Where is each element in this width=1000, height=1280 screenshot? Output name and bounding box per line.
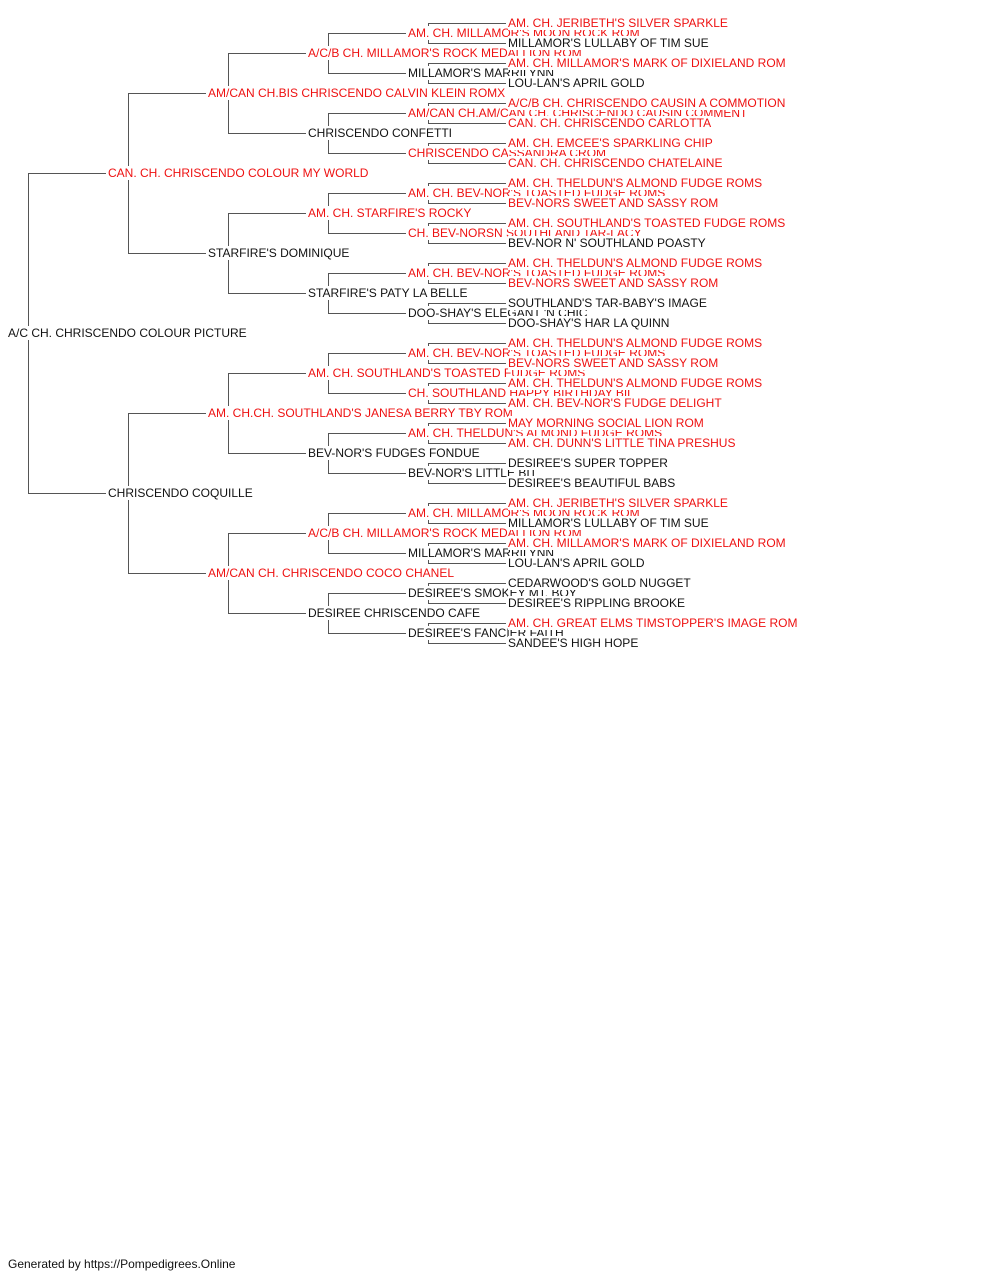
ancestor-name-sssds: AM. CH. MILLAMOR'S MARK OF DIXIELAND ROM <box>508 56 788 70</box>
ancestor-name-sddsd: BEV-NORS SWEET AND SASSY ROM <box>508 276 721 290</box>
ancestor-name-dsddd: DESIREE'S BEAUTIFUL BABS <box>508 476 678 490</box>
ancestor-name-ss: AM/CAN CH.BIS CHRISCENDO CALVIN KLEIN RO… <box>208 86 508 100</box>
ancestor-name-ds: AM. CH.CH. SOUTHLAND'S JANESA BERRY TBY … <box>208 406 515 420</box>
ancestor-name-ddsdd: LOU-LAN'S APRIL GOLD <box>508 556 647 570</box>
ancestor-name-ssdss: A/C/B CH. CHRISCENDO CAUSIN A COMMOTION <box>508 96 788 110</box>
ancestor-name-ssd: CHRISCENDO CONFETTI <box>308 126 454 140</box>
ancestor-name-sdsds: AM. CH. SOUTHLAND'S TOASTED FUDGE ROMS <box>508 216 788 230</box>
ancestor-name-ddd: DESIREE CHRISCENDO CAFE <box>308 606 483 620</box>
ancestor-name-ddsss: AM. CH. JERIBETH'S SILVER SPARKLE <box>508 496 730 510</box>
footer-credit: Generated by https://Pompedigrees.Online <box>8 1257 236 1271</box>
ancestor-name-dd: AM/CAN CH. CHRISCENDO COCO CHANEL <box>208 566 457 580</box>
ancestor-name-ssddd: CAN. CH. CHRISCENDO CHATELAINE <box>508 156 725 170</box>
ancestor-name-sdsss: AM. CH. THELDUN'S ALMOND FUDGE ROMS <box>508 176 765 190</box>
ancestor-name-dsssd: BEV-NORS SWEET AND SASSY ROM <box>508 356 721 370</box>
ancestor-name-dddds: AM. CH. GREAT ELMS TIMSTOPPER'S IMAGE RO… <box>508 616 800 630</box>
subject-dog-name: A/C CH. CHRISCENDO COLOUR PICTURE <box>8 326 249 340</box>
ancestor-name-dssds: AM. CH. THELDUN'S ALMOND FUDGE ROMS <box>508 376 765 390</box>
ancestor-name-sdssd: BEV-NORS SWEET AND SASSY ROM <box>508 196 721 210</box>
ancestor-name-sdd: STARFIRE'S PATY LA BELLE <box>308 286 470 300</box>
ancestor-name-dsdds: DESIREE'S SUPER TOPPER <box>508 456 670 470</box>
ancestor-name-ddsds: AM. CH. MILLAMOR'S MARK OF DIXIELAND ROM <box>508 536 788 550</box>
ancestor-name-ssdsd: CAN. CH. CHRISCENDO CARLOTTA <box>508 116 714 130</box>
ancestor-name-d: CHRISCENDO COQUILLE <box>108 486 255 500</box>
ancestor-name-dsdd: BEV-NOR'S LITTLE BIT <box>408 466 539 480</box>
ancestor-name-ssdds: AM. CH. EMCEE'S SPARKLING CHIP <box>508 136 715 150</box>
ancestor-name-dsdss: MAY MORNING SOCIAL LION ROM <box>508 416 706 430</box>
ancestor-name-sd: STARFIRE'S DOMINIQUE <box>208 246 352 260</box>
ancestor-name-dssss: AM. CH. THELDUN'S ALMOND FUDGE ROMS <box>508 336 765 350</box>
ancestor-name-dddsd: DESIREE'S RIPPLING BROOKE <box>508 596 688 610</box>
ancestor-name-dsd: BEV-NOR'S FUDGES FONDUE <box>308 446 482 460</box>
ancestor-name-dssdd: AM. CH. BEV-NOR'S FUDGE DELIGHT <box>508 396 724 410</box>
ancestor-name-dddss: CEDARWOOD'S GOLD NUGGET <box>508 576 693 590</box>
ancestor-name-sddss: AM. CH. THELDUN'S ALMOND FUDGE ROMS <box>508 256 765 270</box>
ancestor-name-sds: AM. CH. STARFIRE'S ROCKY <box>308 206 474 220</box>
ancestor-name-s: CAN. CH. CHRISCENDO COLOUR MY WORLD <box>108 166 371 180</box>
ancestor-name-sdddd: DOO-SHAY'S HAR LA QUINN <box>508 316 672 330</box>
ancestor-name-sssss: AM. CH. JERIBETH'S SILVER SPARKLE <box>508 16 730 30</box>
ancestor-name-ssssd: MILLAMOR'S LULLABY OF TIM SUE <box>508 36 711 50</box>
ancestor-name-ddssd: MILLAMOR'S LULLABY OF TIM SUE <box>508 516 711 530</box>
ancestor-name-sddds: SOUTHLAND'S TAR-BABY'S IMAGE <box>508 296 709 310</box>
ancestor-name-sssdd: LOU-LAN'S APRIL GOLD <box>508 76 647 90</box>
ancestor-name-ddddd: SANDEE'S HIGH HOPE <box>508 636 641 650</box>
ancestor-name-dsdsd: AM. CH. DUNN'S LITTLE TINA PRESHUS <box>508 436 738 450</box>
ancestor-name-sdsdd: BEV-NOR N' SOUTHLAND POASTY <box>508 236 708 250</box>
